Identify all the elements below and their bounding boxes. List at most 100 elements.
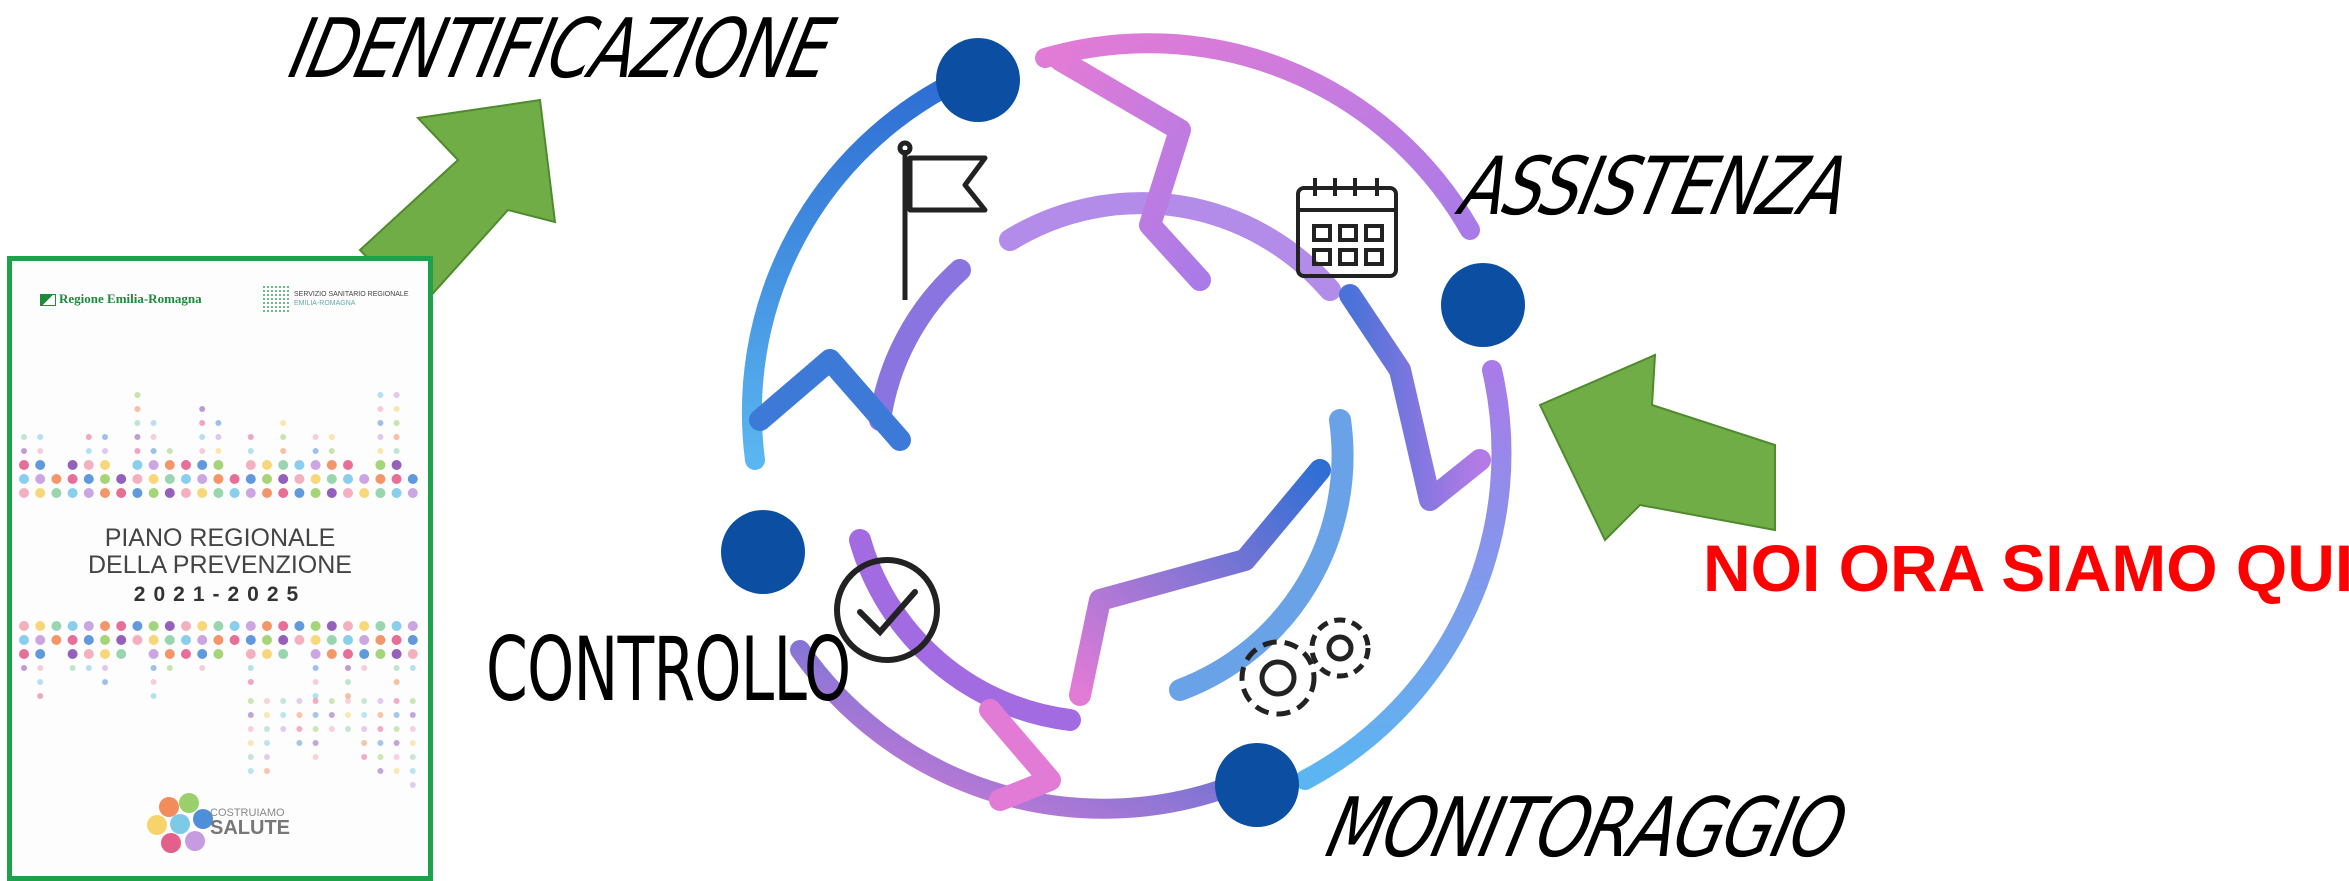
poster-dot (100, 635, 110, 645)
poster-dot (35, 474, 46, 484)
cycle-ring (741, 33, 1512, 819)
poster-dot (197, 621, 208, 631)
stage-label-controllo: CONTROLLO (486, 618, 851, 721)
gears-icon (1239, 617, 1371, 717)
poster-dot (21, 665, 27, 671)
node-identificazione (936, 38, 1020, 122)
poster-dot (245, 635, 256, 645)
poster-dot (148, 649, 159, 659)
poster-dot (375, 649, 386, 659)
poster-dot (377, 698, 384, 704)
poster-dot (375, 474, 386, 484)
poster-dot (116, 474, 127, 484)
poster-dot (393, 768, 400, 774)
poster-dot (377, 406, 384, 412)
poster-dot (343, 649, 353, 659)
poster-dot (393, 698, 400, 704)
poster-dot (393, 665, 400, 671)
poster-dot (393, 740, 400, 746)
poster-dot (102, 448, 108, 454)
poster-dot (262, 488, 272, 498)
poster-dot (345, 693, 351, 699)
poster-dot (85, 448, 92, 454)
poster-dot (35, 460, 46, 470)
poster-dot (19, 488, 29, 498)
poster-dot (326, 460, 337, 470)
poster-dot (132, 460, 143, 470)
poster-dot (35, 649, 46, 659)
poster-dot (35, 488, 46, 498)
poster-dot (83, 649, 94, 659)
poster-dot (215, 448, 222, 454)
poster-dot (328, 448, 335, 454)
poster-dot (116, 649, 127, 659)
poster-dot (310, 460, 321, 470)
poster-dot (150, 665, 157, 671)
poster-dot (245, 621, 256, 631)
poster-dot (100, 649, 110, 659)
poster-dot-pattern (19, 392, 418, 788)
poster-title: PIANO REGIONALE DELLA PREVENZIONE (12, 525, 428, 579)
poster-dot (409, 698, 416, 704)
poster-dot (150, 420, 157, 426)
poster-dot (310, 635, 321, 645)
poster-dot (407, 635, 418, 645)
poster-dot (132, 621, 143, 631)
chevron-left (979, 699, 1061, 811)
poster-dot (393, 448, 400, 454)
poster-dot (377, 768, 384, 774)
poster-logo-ssr: SERVIZIO SANITARIO REGIONALE EMILIA-ROMA… (262, 285, 412, 315)
poster-logo-ssr-text: SERVIZIO SANITARIO REGIONALE (294, 291, 409, 298)
poster-dot (407, 474, 418, 484)
poster-dot (19, 635, 29, 645)
poster-dot (213, 488, 224, 498)
poster-dot (294, 488, 305, 498)
poster-dot (328, 434, 335, 440)
poster-dot (377, 434, 384, 440)
poster-dot (296, 740, 303, 746)
poster-dot (391, 474, 402, 484)
node-monitoraggio (1215, 743, 1299, 827)
poster-dot (359, 635, 370, 645)
poster-dot (326, 488, 337, 498)
poster-dot (181, 621, 191, 631)
poster-dot (83, 635, 94, 645)
poster-dot (197, 488, 208, 498)
poster-dot (83, 488, 94, 498)
poster-dot (264, 768, 270, 774)
poster-dot (37, 448, 44, 454)
poster-dot (312, 665, 319, 671)
poster-dot (262, 649, 272, 659)
poster-dot (51, 621, 62, 631)
node-controllo (721, 510, 805, 594)
poster-dot (19, 621, 29, 631)
poster-dot (35, 635, 46, 645)
inner-arc-top (999, 192, 1341, 301)
cycle-arc-left (741, 80, 950, 470)
poster-dot (278, 649, 289, 659)
poster-dot (361, 712, 368, 718)
poster-dot (229, 474, 240, 484)
poster-dot (83, 621, 94, 631)
poster-dot (375, 460, 386, 470)
poster-dot (262, 635, 272, 645)
poster-dot (199, 420, 206, 426)
stage-label-monitoraggio: MONITORAGGIO (1318, 781, 1855, 876)
poster-dot (85, 665, 92, 671)
poster-dot (247, 712, 254, 718)
poster-dot (197, 649, 208, 659)
poster-dot (280, 698, 287, 704)
poster-dot (377, 392, 384, 398)
costruiamo-salute-logo-icon (147, 793, 213, 853)
poster-dot (391, 488, 402, 498)
poster-dot (37, 679, 44, 685)
cycle-arc-right (1295, 360, 1512, 790)
chevron-top (1049, 49, 1211, 291)
poster-dot (102, 665, 108, 671)
poster-dot (102, 434, 108, 440)
poster-dot (310, 649, 321, 659)
poster-dot (100, 621, 110, 631)
poster-dot (393, 434, 400, 440)
poster-dot (67, 460, 78, 470)
ssr-grid-icon (262, 285, 290, 313)
